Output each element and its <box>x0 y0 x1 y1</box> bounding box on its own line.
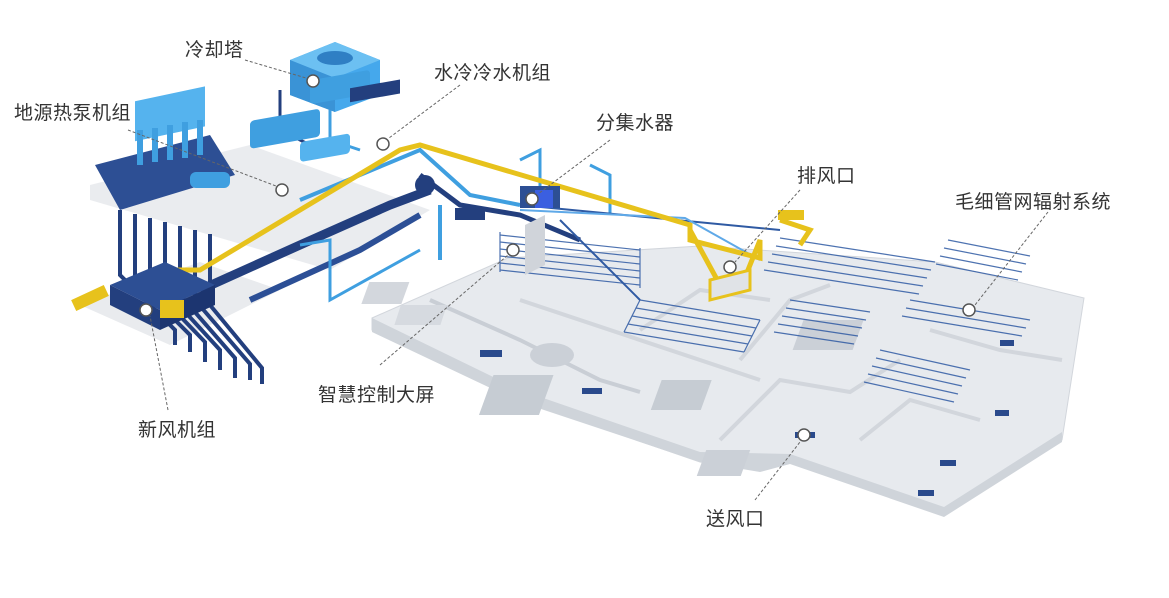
marker-cooling-tower <box>306 74 320 88</box>
exhaust-vent-box <box>708 268 752 302</box>
marker-water-chiller <box>376 137 390 151</box>
capillary-grid-living <box>499 232 641 288</box>
markers <box>139 74 976 442</box>
smart-control-screen <box>525 215 545 275</box>
building-floor <box>361 245 1085 517</box>
fresh-air-unit <box>110 262 215 330</box>
label-cooling-tower: 冷却塔 <box>185 39 244 61</box>
label-exhaust-vent: 排风口 <box>797 165 856 187</box>
label-fresh-air-unit: 新风机组 <box>138 419 217 441</box>
exhaust-outlet <box>778 210 804 220</box>
marker-capillary <box>962 303 976 317</box>
marker-fresh-air <box>139 303 153 317</box>
capillary-grid-lower <box>773 299 971 403</box>
label-capillary-radiant: 毛细管网辐射系统 <box>955 191 1112 213</box>
marker-water-distributor <box>525 192 539 206</box>
capillary-grid-right <box>763 237 936 295</box>
label-ground-source-heat-pump: 地源热泵机组 <box>14 102 132 124</box>
fresh-air-duct <box>162 142 814 320</box>
marker-supply-vent <box>797 428 811 442</box>
ground-source-heat-pump <box>95 86 235 210</box>
leader-lines <box>127 59 1049 501</box>
water-chiller-units <box>250 70 435 195</box>
label-water-chiller: 水冷冷水机组 <box>434 62 552 84</box>
label-water-distributor: 分集水器 <box>596 112 675 134</box>
marker-smart-screen <box>506 243 520 257</box>
label-smart-control-screen: 智慧控制大屏 <box>318 384 436 406</box>
label-supply-vent: 送风口 <box>706 508 765 530</box>
fresh-air-intake <box>71 284 109 312</box>
capillary-grid-mid <box>623 299 761 353</box>
marker-heat-pump <box>275 183 289 197</box>
marker-exhaust-vent <box>723 260 737 274</box>
